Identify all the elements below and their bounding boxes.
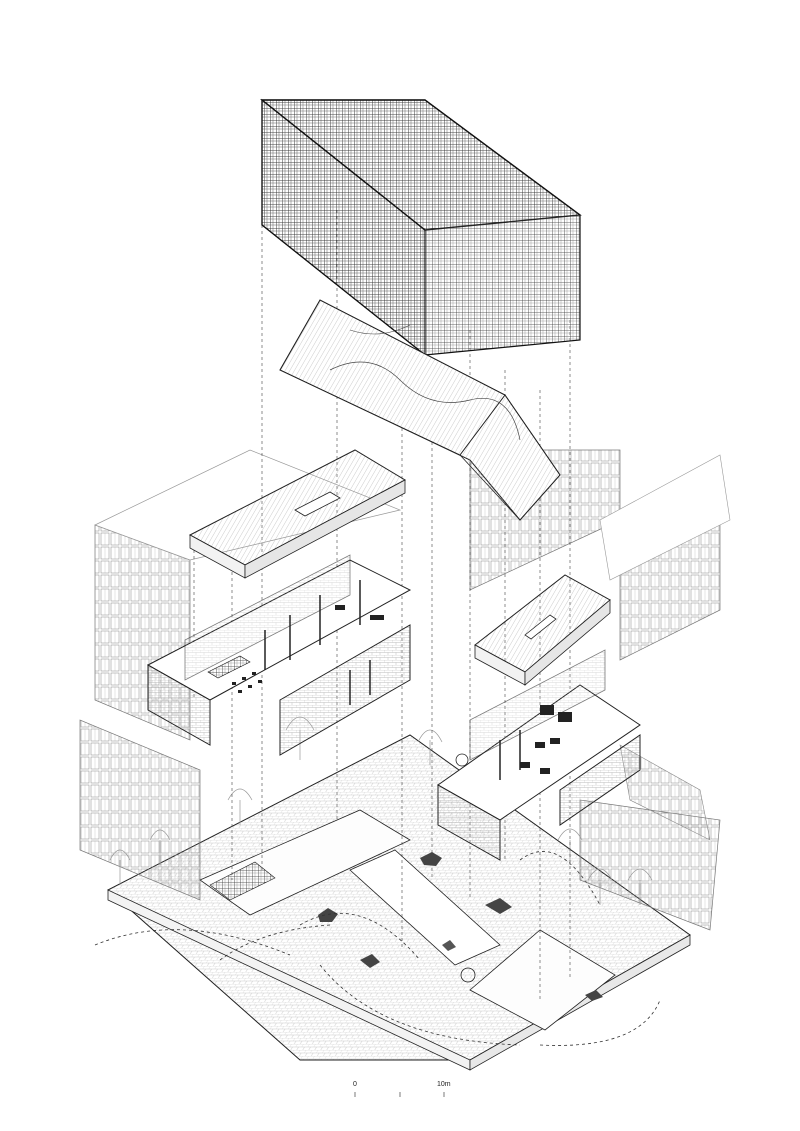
right-pavilion	[437, 649, 641, 861]
left-pavilion	[146, 554, 412, 756]
scale-start-label: 0	[353, 1081, 357, 1088]
circulation-paths	[94, 851, 661, 1046]
structural-grid-roof	[259, 98, 582, 357]
scale-end-label: 10m	[437, 1081, 451, 1088]
scale-bar	[354, 1092, 445, 1097]
folded-canopy	[279, 299, 561, 521]
ground-plaza	[107, 734, 691, 1071]
right-roof-slab	[474, 574, 611, 686]
surrounding-buildings	[79, 449, 731, 931]
left-roof-slab	[188, 449, 407, 579]
